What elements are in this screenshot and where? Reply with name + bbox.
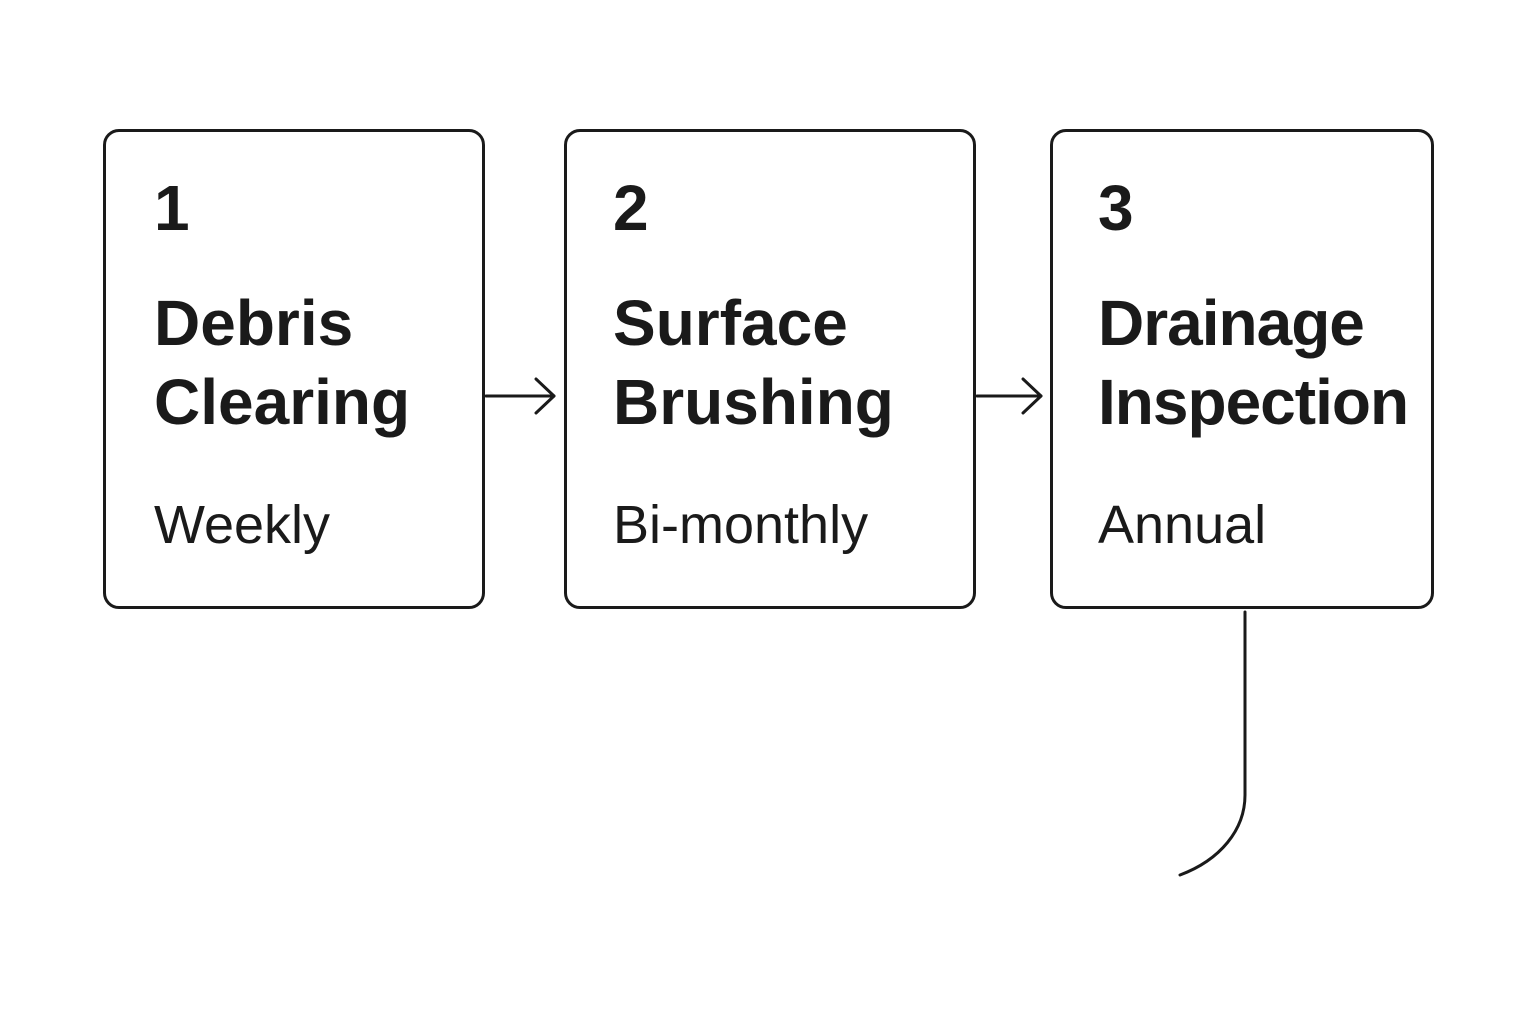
step-2-title-line-1: Surface (613, 287, 848, 359)
step-3-title: Drainage Inspection (1098, 284, 1409, 442)
step-1-number: 1 (154, 172, 190, 244)
step-2-title: Surface Brushing (613, 284, 894, 442)
step-1-title-line-2: Clearing (154, 366, 411, 438)
arrow-2-to-3-head-icon (1021, 377, 1043, 415)
step-2-number: 2 (613, 172, 649, 244)
step-1-title: Debris Clearing (154, 284, 410, 442)
step-3-frequency: Annual (1098, 495, 1267, 555)
step-2-frequency: Bi-monthly (613, 495, 869, 555)
step-2-title-line-2: Brushing (613, 366, 894, 438)
step-2-box: 2 Surface Brushing Bi-monthly (564, 129, 976, 609)
step-1-box: 1 Debris Clearing Weekly (103, 129, 485, 609)
arrow-2-to-3 (975, 377, 1043, 415)
step-1-title-line-1: Debris (154, 287, 354, 359)
outgoing-curve-line (1178, 610, 1247, 877)
arrow-1-to-2 (484, 377, 556, 415)
step-3-title-line-2: Inspection (1098, 366, 1409, 438)
step-1-frequency: Weekly (154, 495, 331, 555)
step-3-box: 3 Drainage Inspection Annual (1050, 129, 1434, 609)
arrow-1-to-2-head-icon (534, 377, 556, 415)
step-3-title-line-1: Drainage (1098, 287, 1365, 359)
step-3-number: 3 (1098, 172, 1134, 244)
